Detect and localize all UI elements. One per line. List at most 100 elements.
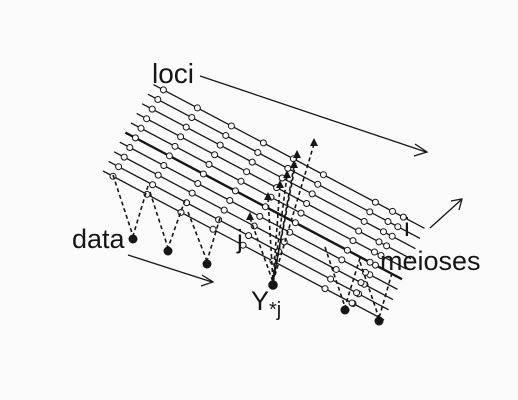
locus-circle	[284, 164, 292, 172]
locus-circle	[120, 153, 128, 161]
locus-circle	[227, 122, 235, 130]
locus-circle	[297, 209, 305, 217]
locus-circle	[143, 115, 151, 123]
locus-circle	[355, 227, 363, 235]
locus-circle	[149, 181, 157, 189]
locus-circle	[188, 114, 196, 122]
locus-circle	[182, 123, 190, 131]
locus-circle	[371, 248, 378, 256]
locus-circle	[360, 217, 368, 225]
y-star-j-label: Y*j	[251, 286, 282, 321]
locus-circle	[343, 246, 351, 254]
locus-circle	[291, 219, 299, 227]
fan-arrowhead	[264, 192, 272, 200]
meioses-arrow-head	[450, 198, 463, 211]
data-dot	[374, 316, 384, 326]
locus-circle	[245, 232, 253, 240]
locus-circle	[303, 200, 311, 207]
loci-arrow-head	[413, 143, 429, 157]
funnel-right	[206, 217, 221, 262]
locus-circle	[394, 223, 402, 231]
locus-circle	[248, 158, 256, 166]
data-label: data	[72, 224, 125, 254]
locus-circle	[377, 252, 385, 259]
y-main-label: Y	[251, 286, 270, 316]
locus-circle	[348, 299, 356, 307]
locus-circle	[160, 162, 168, 170]
locus-circle	[353, 289, 360, 297]
locus-circle	[131, 134, 139, 142]
fan-arrowhead	[276, 180, 284, 188]
y-sub-label: *j	[269, 299, 282, 321]
loci-arrow-line	[199, 75, 427, 153]
locus-circle	[327, 275, 335, 283]
locus-circle	[226, 197, 234, 204]
locus-circle	[220, 206, 228, 214]
locus-circle	[171, 142, 179, 150]
fan-line	[272, 143, 315, 283]
locus-circle	[389, 207, 396, 215]
locus-circle	[209, 225, 217, 233]
locus-circle	[199, 170, 207, 178]
data-arrow-line	[127, 254, 213, 283]
locus-circle	[222, 132, 230, 140]
fan-arrowhead	[246, 212, 254, 220]
locus-circle	[366, 258, 374, 266]
funnel-left	[359, 261, 380, 319]
locus-circle	[384, 218, 392, 226]
locus-circle	[188, 189, 196, 197]
locus-circle	[165, 152, 173, 160]
locus-circle	[239, 241, 247, 249]
locus-circle	[148, 105, 156, 113]
data-dot	[340, 305, 350, 315]
locus-circle	[308, 190, 316, 198]
locus-circle	[237, 177, 245, 185]
funnel-left	[324, 246, 346, 308]
locus-circle	[154, 171, 162, 179]
loci-label: loci	[152, 58, 195, 89]
locus-circle	[137, 124, 145, 132]
meioses-arrow-line	[429, 199, 462, 229]
locus-circle	[383, 242, 391, 250]
fan-line	[272, 185, 281, 283]
fan-line	[272, 155, 298, 283]
fan-arrowhead	[290, 160, 298, 168]
y-star-j-dot	[268, 280, 278, 290]
locus-circle	[254, 149, 262, 156]
locus-circle	[371, 198, 379, 206]
fan-line	[249, 217, 274, 283]
column-j-label: j	[237, 224, 243, 254]
locus-circle	[194, 180, 202, 188]
locus-circle	[115, 163, 123, 171]
locus-circle	[154, 96, 162, 103]
data-arrow-head	[200, 274, 215, 287]
fan-line	[272, 165, 295, 283]
locus-circle	[211, 151, 219, 159]
locus-circle	[362, 268, 369, 276]
funnel-right	[344, 257, 361, 308]
locus-circle	[338, 256, 346, 264]
row-i-label: i	[404, 212, 410, 242]
locus-circle	[380, 228, 387, 236]
locus-circle	[126, 144, 134, 151]
locus-circle	[349, 237, 357, 245]
fan-arrowhead	[283, 170, 291, 178]
locus-circle	[177, 133, 185, 141]
locus-circle	[193, 104, 201, 112]
locus-circle	[399, 213, 407, 221]
locus-circle	[319, 171, 327, 179]
data-dot	[163, 246, 173, 256]
locus-circle	[321, 285, 329, 293]
fan-arrowhead	[293, 150, 301, 158]
locus-circle	[159, 86, 167, 94]
locus-circle	[259, 139, 267, 147]
locus-circle	[243, 168, 251, 176]
funnel-left	[149, 191, 169, 249]
locus-circle	[216, 141, 224, 149]
meioses-label: meioses	[380, 246, 481, 276]
fan-line	[267, 197, 274, 283]
fan-line	[272, 175, 288, 283]
locus-circle	[286, 228, 294, 236]
